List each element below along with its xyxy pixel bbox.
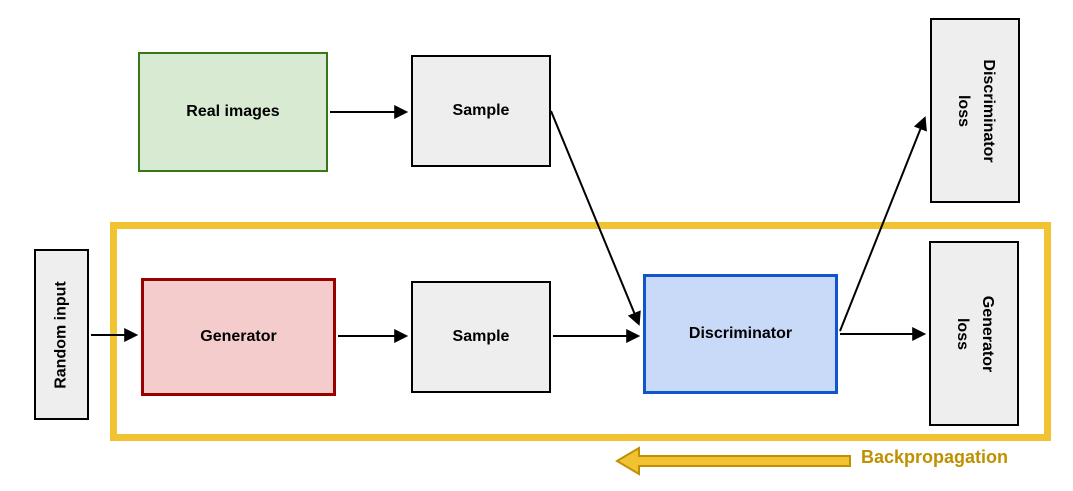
node-random-input: Random input	[34, 249, 89, 420]
backpropagation-label: Backpropagation	[861, 447, 1009, 467]
backpropagation-arrow	[615, 446, 851, 476]
node-sample-real-label: Sample	[452, 102, 510, 119]
node-sample-generated: Sample	[411, 281, 551, 393]
node-random-input-label: Random input	[52, 280, 70, 389]
node-generator: Generator	[141, 278, 336, 396]
node-discriminator-label: Discriminator	[688, 325, 793, 342]
node-real-images-label: Real images	[186, 103, 280, 120]
node-discriminator-loss-label: Discriminator loss	[955, 58, 997, 163]
node-discriminator: Discriminator	[643, 274, 838, 394]
node-generator-loss: Generator loss	[929, 241, 1019, 426]
node-discriminator-loss: Discriminator loss	[930, 18, 1020, 203]
node-sample-real: Sample	[411, 55, 551, 167]
node-real-images: Real images	[138, 52, 328, 172]
node-generator-label: Generator	[200, 328, 277, 345]
node-generator-loss-label: Generator loss	[954, 295, 996, 372]
node-sample-generated-label: Sample	[452, 328, 510, 345]
